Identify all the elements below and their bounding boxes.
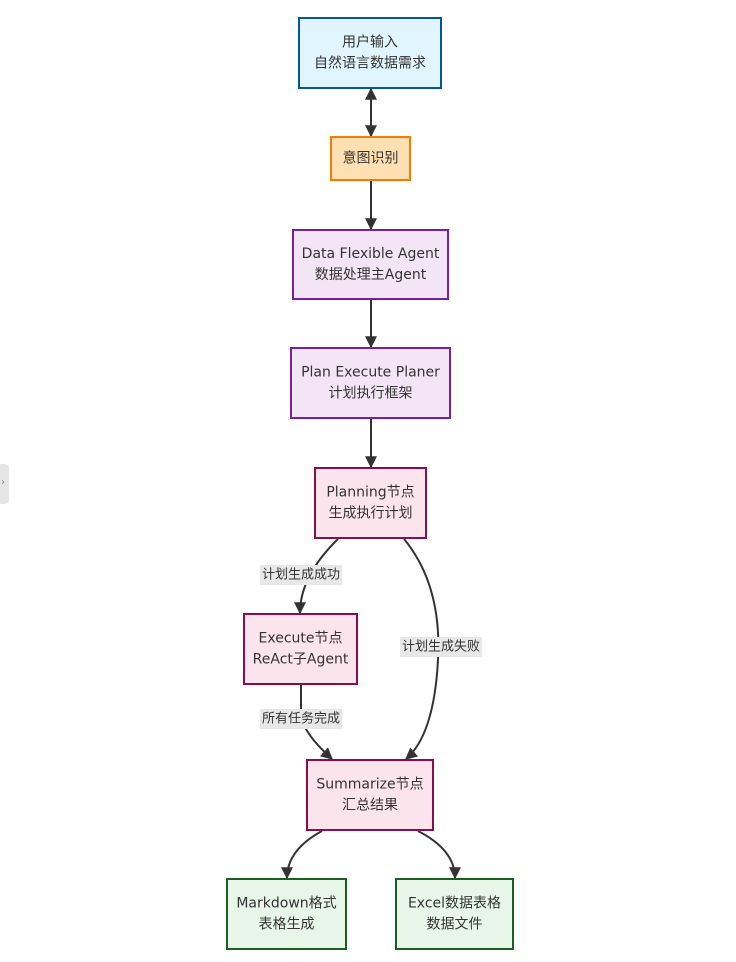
node-box xyxy=(292,229,449,300)
node-label-line: Markdown格式 xyxy=(236,896,336,912)
node-label-line: 意图识别 xyxy=(343,150,399,167)
node-label-line: 表格生成 xyxy=(259,917,315,933)
chevron-right-icon: › xyxy=(1,477,5,488)
edge-label: 所有任务完成 xyxy=(259,709,343,729)
node-box xyxy=(243,613,358,685)
node-label-line: 自然语言数据需求 xyxy=(314,55,426,72)
node-label-line: 数据处理主Agent xyxy=(315,267,427,283)
node-agent: Data Flexible Agent 数据处理主Agent xyxy=(292,229,449,300)
node-label-line: Execute节点 xyxy=(259,631,343,647)
node-box xyxy=(330,136,411,181)
node-intent: 意图识别 xyxy=(330,136,411,181)
node-box xyxy=(298,17,442,89)
node-label-line: 汇总结果 xyxy=(342,798,398,814)
node-box xyxy=(226,878,347,950)
edge-label: 计划生成失败 xyxy=(399,637,483,657)
edge-label-background xyxy=(259,709,343,729)
node-box xyxy=(290,347,451,419)
edge-planning-to-summarize xyxy=(403,538,440,760)
edge-label: 计划生成成功 xyxy=(259,565,343,585)
edge-label-text: 计划生成成功 xyxy=(262,568,340,583)
node-box xyxy=(314,467,427,539)
node-label-line: 数据文件 xyxy=(427,917,483,933)
node-box xyxy=(395,878,514,950)
edge-label-background xyxy=(259,565,343,585)
edge-label-text: 计划生成失败 xyxy=(402,640,480,655)
edge-label-text: 所有任务完成 xyxy=(262,711,340,727)
node-label-line: Excel数据表格 xyxy=(408,896,501,912)
node-label-line: Data Flexible Agent xyxy=(302,246,440,262)
node-label-line: Summarize节点 xyxy=(316,777,423,793)
node-label-line: Planning节点 xyxy=(326,485,414,501)
node-box xyxy=(306,759,434,831)
node-label-line: ReAct子Agent xyxy=(253,652,349,668)
edge-label-background xyxy=(399,637,483,657)
node-label-line: 计划执行框架 xyxy=(329,386,413,402)
node-label-line: 生成执行计划 xyxy=(329,506,413,522)
node-label-line: Plan Execute Planer xyxy=(301,365,440,381)
node-execute: Execute节点 ReAct子Agent xyxy=(243,613,358,685)
node-label-line: 用户输入 xyxy=(342,34,398,51)
edge-summarize-to-markdown xyxy=(281,830,323,880)
side-panel-toggle[interactable]: › xyxy=(0,464,9,504)
node-planer: Plan Execute Planer 计划执行框架 xyxy=(290,347,451,419)
edge-summarize-to-excel xyxy=(417,830,461,880)
